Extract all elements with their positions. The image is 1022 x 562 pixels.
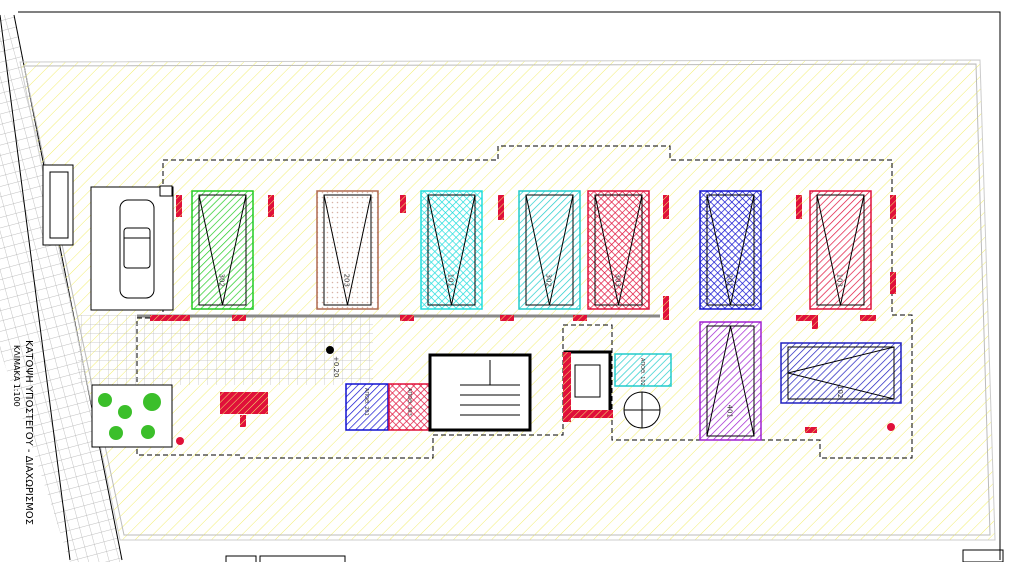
storage-room: ΑΠΟΘ. 102 — [614, 353, 672, 387]
car-icon — [119, 199, 155, 299]
column — [498, 195, 504, 220]
column — [573, 315, 587, 321]
parking-space-label: 401 — [726, 405, 734, 418]
building-outline — [136, 145, 913, 459]
parking-space-label: 101 — [447, 274, 455, 287]
column — [268, 195, 274, 217]
column — [663, 296, 669, 320]
garden-area — [91, 384, 173, 448]
drawing-scale: ΚΛΙΜΑΚΑ 1:100 — [12, 345, 21, 407]
drawing-title: ΚΑΤΟΨΗ ΥΠΟΣΤΕΓΟΥ - ΔΙΑΧΩΡΙΣΜΟΣ — [23, 340, 34, 525]
sheet-border — [18, 11, 1001, 560]
column — [232, 315, 246, 321]
column — [220, 392, 268, 414]
column — [176, 195, 182, 217]
parking-direction-mark — [816, 194, 865, 306]
parking-space-303: 303 — [587, 190, 650, 310]
parking-space-label: 102 — [836, 385, 844, 398]
level-marker-icon — [326, 346, 334, 354]
parking-direction-mark — [787, 346, 895, 400]
parking-space-201: 201 — [699, 190, 762, 310]
storage-room: ΑΠΟΘ. 201 — [345, 383, 389, 431]
column — [796, 315, 818, 321]
parking-space-fill — [809, 190, 872, 310]
stairwell — [428, 353, 532, 432]
parking-space-102: 102 — [780, 342, 902, 404]
elevator — [563, 350, 612, 414]
parking-direction-mark — [706, 325, 755, 437]
column — [563, 410, 613, 418]
column — [812, 315, 818, 329]
level-label: +0.20 — [332, 356, 340, 377]
column — [890, 272, 896, 294]
parking-direction-mark — [525, 194, 574, 306]
parking-space-label: 103 — [836, 274, 844, 287]
elevator-car — [574, 364, 601, 398]
parking-space-label: 302 — [545, 274, 553, 287]
parking-space-fill — [518, 190, 581, 310]
parking-space-label: 302 — [218, 274, 226, 287]
columns — [150, 195, 896, 445]
column — [663, 195, 669, 219]
parking-space-302: 302 — [518, 190, 581, 310]
parking-space-label: 201 — [726, 274, 734, 287]
column — [860, 315, 876, 321]
parking-direction-mark — [427, 194, 476, 306]
parking-space-fill — [191, 190, 254, 310]
parking-space-fill — [316, 190, 379, 310]
parking-space-fill — [699, 321, 762, 441]
parking-space-label: 303 — [614, 274, 622, 287]
parking-direction-mark — [594, 194, 643, 306]
storage-room-label: ΑΠΟΘ. 303 — [406, 388, 412, 416]
parking-direction-mark — [323, 194, 372, 306]
column — [400, 195, 406, 213]
parking-space-fill — [699, 190, 762, 310]
title-block — [225, 555, 257, 562]
column — [240, 415, 246, 427]
drain-icon — [887, 423, 895, 431]
drain-icon — [176, 437, 184, 445]
plant-icons — [98, 393, 161, 440]
parking-space-103: 103 — [809, 190, 872, 310]
parking-space-203: 203 — [316, 190, 379, 310]
parking-direction-mark — [198, 194, 247, 306]
parking-space-fill — [587, 190, 650, 310]
column — [563, 352, 571, 422]
title-block — [259, 555, 346, 562]
column — [805, 427, 817, 433]
meter-box-inner — [49, 171, 69, 239]
storage-room: ΑΠΟΘ. 303 — [388, 383, 432, 431]
parking-space-fill — [420, 190, 483, 310]
accessible-icon — [159, 185, 173, 197]
parking-space-101: 101 — [420, 190, 483, 310]
storage-room-label: ΑΠΟΘ. 102 — [639, 358, 645, 386]
parking-space-label: 203 — [343, 274, 351, 287]
parking-space-302: 302 — [191, 190, 254, 310]
column — [400, 315, 414, 321]
street-edge — [0, 14, 71, 561]
column — [500, 315, 514, 321]
title-block — [962, 549, 1004, 562]
parking-space-car — [90, 186, 174, 311]
column — [150, 315, 190, 321]
storage-room-label: ΑΠΟΘ. 201 — [363, 388, 369, 416]
parking-space-fill — [780, 342, 902, 404]
column — [890, 195, 896, 219]
column — [796, 195, 802, 219]
entrance-ramp — [78, 315, 373, 385]
parking-space-401: 401 — [699, 321, 762, 441]
parking-direction-mark — [706, 194, 755, 306]
stairs-icon — [460, 360, 520, 416]
